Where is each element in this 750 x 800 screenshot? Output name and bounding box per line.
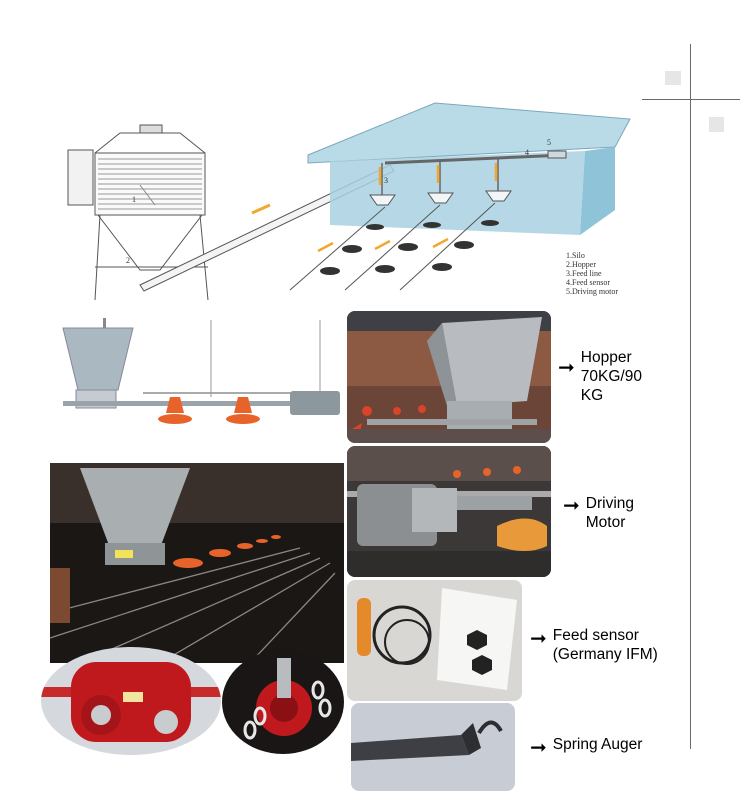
legend-item: 5.Driving motor	[566, 287, 618, 296]
callout-line: (Germany IFM)	[552, 646, 658, 663]
arrow-right-icon: ➞	[530, 735, 547, 759]
callout-text: Driving Motor	[586, 494, 634, 532]
arrow-right-icon: ➞	[558, 355, 575, 379]
hopper-in-house-photo	[50, 463, 344, 663]
arrow-right-icon: ➞	[563, 493, 580, 517]
callout-hopper: ➞ Hopper 70KG/90 KG	[558, 348, 642, 405]
pulley-photo	[222, 650, 344, 754]
flow-arrow	[251, 203, 271, 215]
diagram-number-1: 1	[132, 195, 136, 204]
callout-text: Hopper 70KG/90 KG	[581, 348, 642, 405]
silo-illustration	[67, 124, 209, 301]
callout-spring-auger: ➞ Spring Auger	[530, 735, 643, 759]
callout-text: Feed sensor (Germany IFM)	[553, 626, 658, 664]
callout-line: 70KG/90	[580, 368, 642, 385]
callout-line: Driving	[585, 495, 634, 512]
diagram-number-5: 5	[547, 138, 551, 147]
diagram-legend: 1.Silo 2.Hopper 3.Feed line 4.Feed senso…	[566, 251, 618, 296]
callout-line: Feed sensor	[552, 627, 639, 644]
arrow-right-icon: ➞	[530, 626, 547, 650]
callout-line: KG	[580, 387, 604, 404]
poultry-house-illustration	[289, 102, 631, 291]
feeding-system-diagram: 1 2	[67, 102, 631, 301]
feeder-pan	[158, 397, 260, 424]
diagram-number-2: 2	[126, 256, 130, 265]
feed-line-illustration	[62, 318, 340, 424]
driving-motor-photo	[347, 446, 551, 577]
crop-mark-horizontal	[642, 99, 740, 100]
callout-line: Motor	[585, 514, 626, 531]
gearbox-photo	[41, 647, 221, 755]
registration-square	[665, 71, 681, 85]
callout-line: Spring Auger	[552, 736, 643, 753]
hopper-photo	[347, 311, 551, 443]
registration-square	[709, 117, 724, 132]
diagram-number-4: 4	[525, 148, 529, 157]
legend-item: 3.Feed line	[566, 269, 602, 278]
crop-mark-vertical	[690, 44, 691, 749]
legend-item: 2.Hopper	[566, 260, 596, 269]
feed-sensor-photo	[347, 580, 522, 701]
callout-text: Spring Auger	[553, 735, 643, 754]
spring-auger-photo	[351, 703, 515, 791]
legend-item: 1.Silo	[566, 251, 585, 260]
legend-item: 4.Feed sensor	[566, 278, 610, 287]
diagram-number-3: 3	[384, 176, 388, 185]
callout-driving-motor: ➞ Driving Motor	[563, 494, 634, 532]
callout-feed-sensor: ➞ Feed sensor (Germany IFM)	[530, 626, 658, 664]
callout-line: Hopper	[580, 349, 632, 366]
